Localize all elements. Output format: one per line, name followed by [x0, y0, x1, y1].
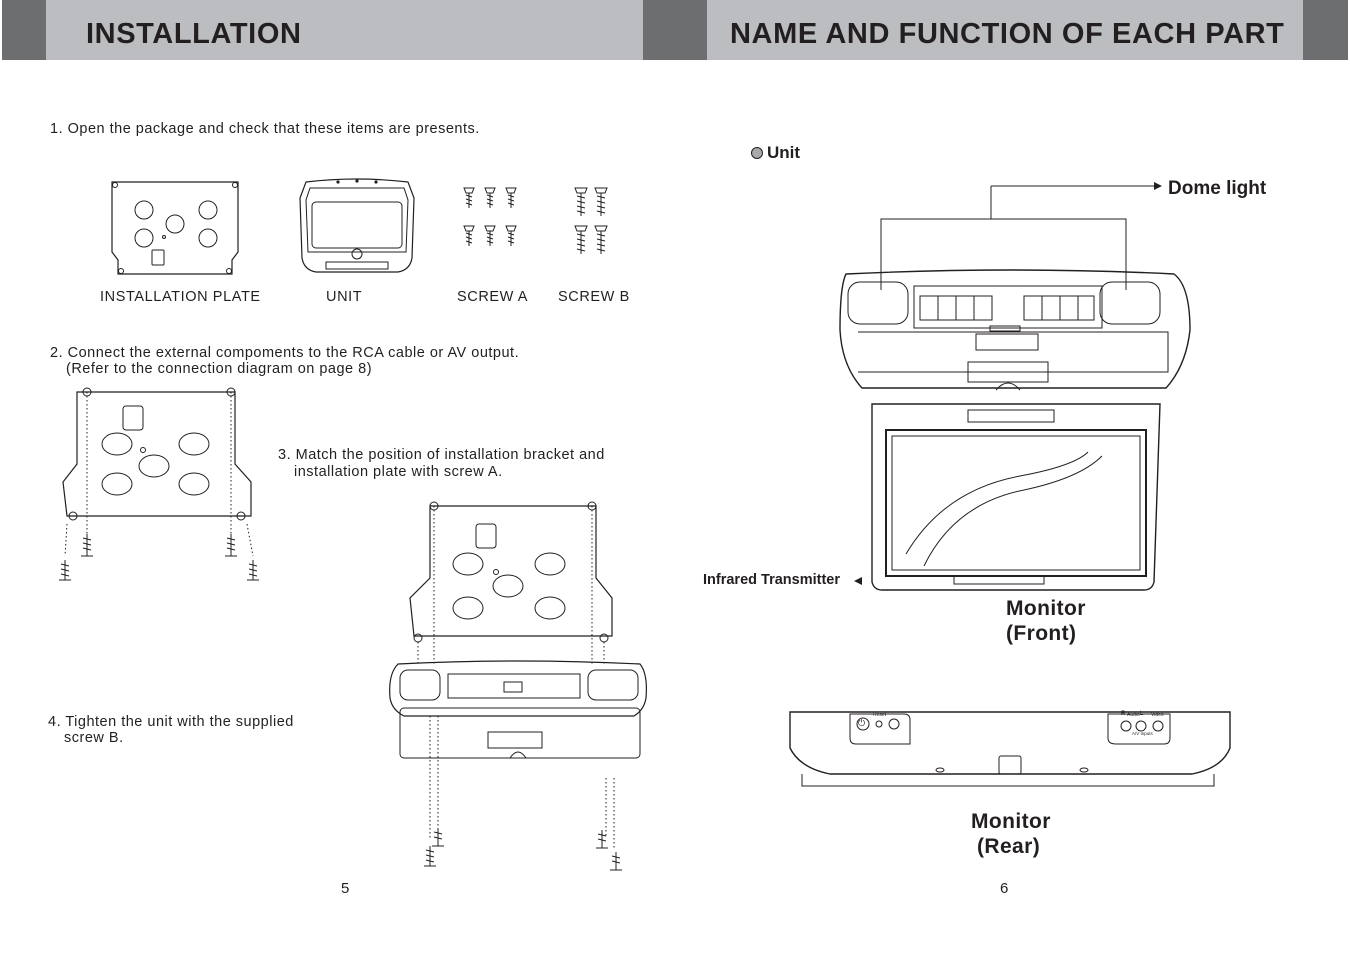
monitor-front-sub: (Front) [1006, 622, 1077, 645]
unit-illustration [298, 178, 416, 276]
audio-l-label: L [1140, 711, 1144, 717]
header-bar-left [46, 0, 643, 60]
assembly-illustration [384, 498, 654, 876]
av-inputs-label: A/V Inputs [1132, 731, 1153, 736]
audio-r-label: R [1121, 711, 1126, 717]
installation-plate-illustration [108, 178, 242, 278]
screw-a-illustration [460, 187, 517, 247]
screw-b-label: SCREW B [558, 289, 630, 305]
step-2-text: 2. Connect the external compoments to th… [50, 345, 520, 361]
header-left-edge [2, 0, 46, 60]
bracket-illustration [55, 384, 265, 584]
reset-label: Reset [873, 712, 887, 718]
unit-label: UNIT [326, 289, 363, 305]
monitor-front-illustration [834, 270, 1196, 596]
monitor-rear-illustration [786, 708, 1236, 792]
step-1-text: 1. Open the package and check that these… [50, 121, 480, 137]
unit-bullet-icon [751, 147, 763, 159]
screw-a-label: SCREW A [457, 289, 529, 305]
monitor-rear-sub: (Rear) [977, 835, 1041, 858]
step-4-text-cont: screw B. [64, 730, 124, 746]
step-4-text: 4. Tighten the unit with the supplied [48, 714, 294, 730]
parts-title: NAME AND FUNCTION OF EACH PART [730, 18, 1285, 50]
step-3-text: 3. Match the position of installation br… [278, 447, 605, 463]
audio-label: Audio [1127, 712, 1140, 718]
monitor-rear-label: Monitor [971, 810, 1051, 833]
installation-title: INSTALLATION [86, 18, 302, 50]
page-number-left: 5 [341, 880, 350, 897]
header-bar-right [707, 0, 1303, 60]
plate-label: INSTALLATION PLATE [100, 289, 261, 305]
dome-light-label: Dome light [1168, 178, 1267, 199]
header-gutter [643, 0, 707, 60]
header-right-edge [1303, 0, 1348, 60]
monitor-front-label: Monitor [1006, 597, 1086, 620]
infrared-transmitter-label: Infrared Transmitter [703, 572, 840, 588]
unit-section-label: Unit [767, 143, 801, 162]
page-number-right: 6 [1000, 880, 1009, 897]
screw-b-illustration [572, 187, 608, 255]
step-2-note: (Refer to the connection diagram on page… [66, 361, 373, 377]
step-3-text-cont: installation plate with screw A. [294, 464, 503, 480]
video-label: Video [1151, 712, 1164, 718]
power-icon: ⏻ [858, 718, 866, 728]
